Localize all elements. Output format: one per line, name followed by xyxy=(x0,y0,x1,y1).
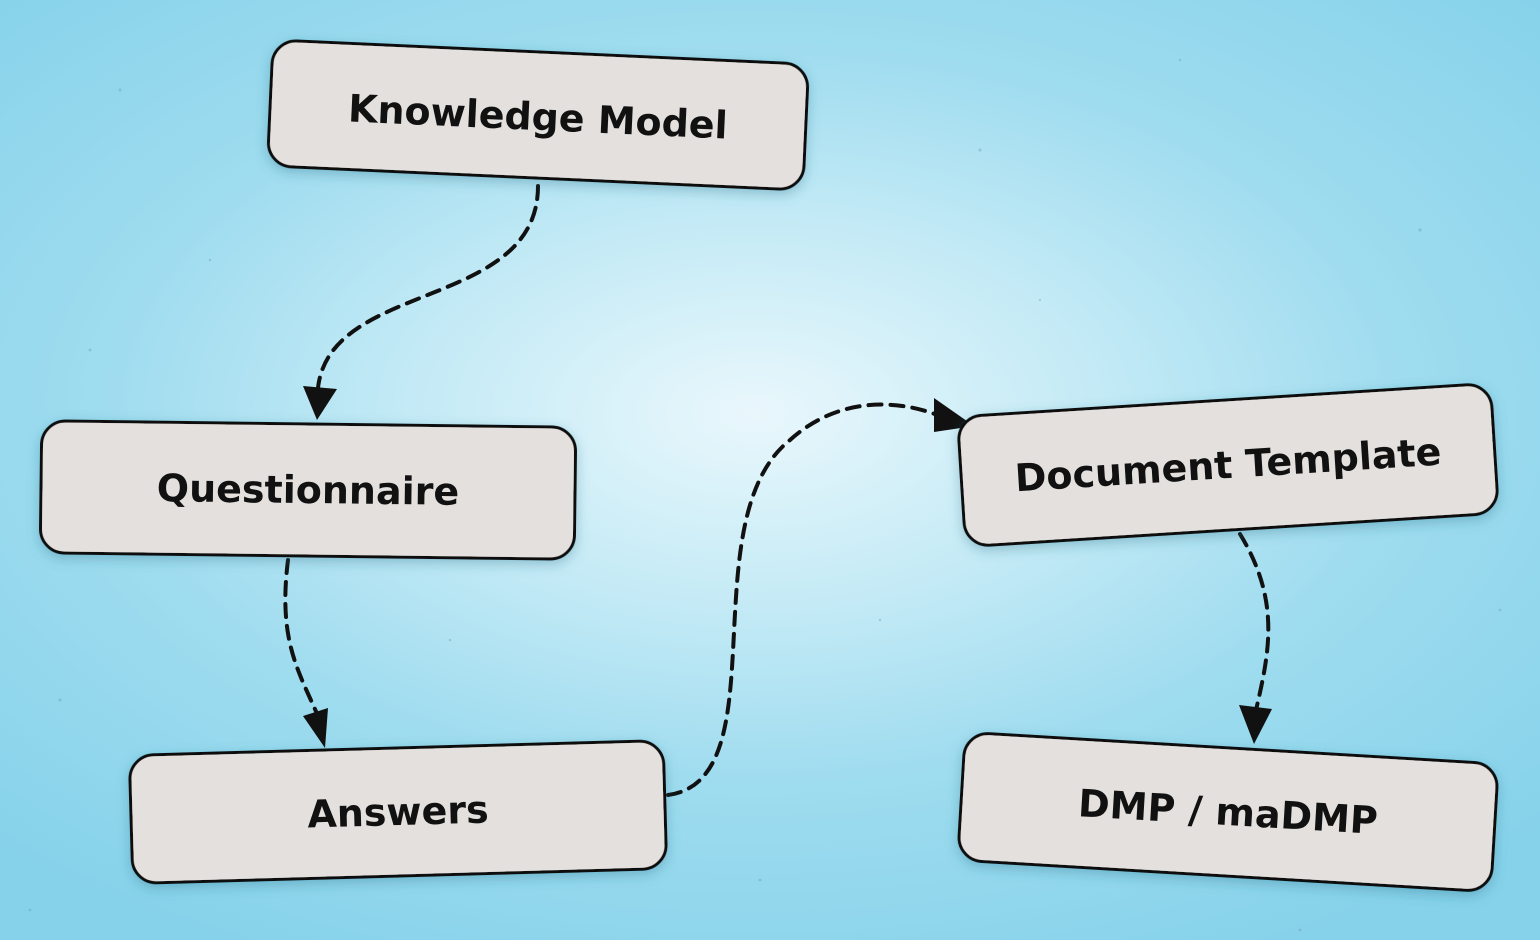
connector-questionnaire-to-answers xyxy=(283,558,328,748)
node-questionnaire-label: Questionnaire xyxy=(157,466,460,514)
node-dmp-madmp: DMP / maDMP xyxy=(957,732,1499,892)
node-answers: Answers xyxy=(128,739,668,885)
connector-answers-to-document-template xyxy=(666,398,974,797)
node-answers-label: Answers xyxy=(307,787,489,836)
connector-document-template-to-dmp xyxy=(1238,532,1272,744)
node-document-template: Document Template xyxy=(957,383,1499,547)
node-knowledge-model: Knowledge Model xyxy=(266,39,810,191)
connector-knowledge-model-to-questionnaire xyxy=(303,184,540,420)
node-questionnaire: Questionnaire xyxy=(39,419,577,561)
